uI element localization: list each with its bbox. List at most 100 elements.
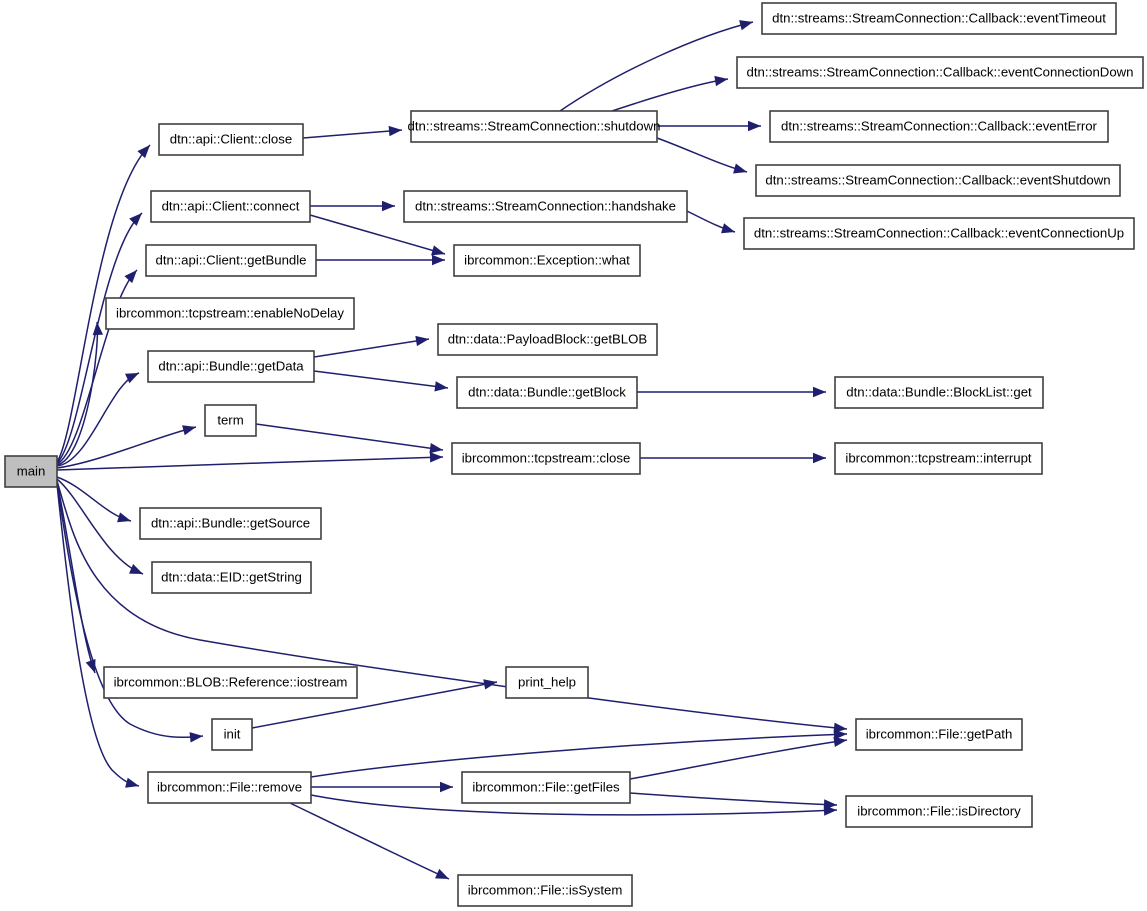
node-box[interactable] — [204, 404, 257, 437]
graph-node-enablenodelay[interactable]: ibrcommon::tcpstream::enableNoDelay — [105, 297, 355, 330]
node-label: ibrcommon::tcpstream::close — [462, 450, 631, 465]
node-box[interactable] — [457, 874, 633, 907]
node-box[interactable] — [410, 110, 658, 143]
call-edge-arrowhead — [721, 223, 735, 234]
graph-node-tcpstream_close[interactable]: ibrcommon::tcpstream::close — [451, 442, 641, 475]
node-label: ibrcommon::File::getPath — [866, 726, 1013, 741]
node-box[interactable] — [158, 123, 304, 156]
node-label: dtn::streams::StreamConnection::handshak… — [415, 198, 676, 213]
graph-node-sc_shutdown[interactable]: dtn::streams::StreamConnection::shutdown — [408, 110, 661, 143]
node-label: dtn::data::EID::getString — [161, 569, 302, 584]
call-edge — [559, 21, 754, 112]
node-box[interactable] — [769, 110, 1109, 143]
node-box[interactable] — [103, 666, 358, 699]
call-edge — [56, 212, 143, 464]
node-box[interactable] — [461, 771, 631, 804]
call-edge-arrowhead — [440, 781, 453, 793]
call-edge — [56, 480, 848, 730]
node-box[interactable] — [453, 244, 641, 277]
graph-node-file_remove[interactable]: ibrcommon::File::remove — [147, 771, 312, 804]
call-edge-arrowhead — [823, 799, 837, 810]
graph-node-eid_getstring[interactable]: dtn::data::EID::getString — [151, 561, 312, 594]
graph-node-file_issystem[interactable]: ibrcommon::File::isSystem — [457, 874, 633, 907]
graph-node-print_help[interactable]: print_help — [505, 666, 589, 699]
call-edge-arrowhead — [833, 729, 847, 740]
node-box[interactable] — [736, 56, 1144, 89]
call-edge — [251, 681, 498, 729]
node-label: ibrcommon::File::getFiles — [472, 779, 620, 794]
call-edge — [313, 370, 449, 389]
call-edge — [56, 478, 144, 575]
call-edge-arrowhead — [435, 868, 449, 879]
graph-node-init[interactable]: init — [211, 718, 253, 751]
node-box[interactable] — [834, 376, 1044, 409]
graph-node-file_isdirectory[interactable]: ibrcommon::File::isDirectory — [845, 795, 1033, 828]
call-edge — [302, 129, 403, 139]
graph-node-bundle_getdata[interactable]: dtn::api::Bundle::getData — [147, 350, 315, 383]
graph-node-sc_handshake[interactable]: dtn::streams::StreamConnection::handshak… — [403, 190, 688, 223]
node-box[interactable] — [4, 455, 58, 488]
node-label: dtn::streams::StreamConnection::Callback… — [754, 225, 1124, 240]
call-edge — [310, 794, 838, 816]
call-edge-arrowhead — [129, 213, 142, 226]
graph-node-tcpstream_interrupt[interactable]: ibrcommon::tcpstream::interrupt — [834, 442, 1043, 475]
graph-node-bundle_getsource[interactable]: dtn::api::Bundle::getSource — [139, 507, 322, 540]
node-box[interactable] — [147, 350, 315, 383]
node-box[interactable] — [505, 666, 589, 699]
call-edge — [56, 483, 140, 787]
node-box[interactable] — [437, 323, 658, 356]
graph-node-exception_what[interactable]: ibrcommon::Exception::what — [453, 244, 641, 277]
node-label: term — [217, 412, 243, 427]
node-label: dtn::api::Client::getBundle — [155, 252, 306, 267]
graph-node-cb_eventtimeout[interactable]: dtn::streams::StreamConnection::Callback… — [761, 2, 1117, 35]
node-box[interactable] — [761, 2, 1117, 35]
node-box[interactable] — [151, 561, 312, 594]
graph-node-file_getfiles[interactable]: ibrcommon::File::getFiles — [461, 771, 631, 804]
node-box[interactable] — [743, 217, 1135, 250]
call-edge-arrowhead — [125, 777, 139, 788]
graph-node-client_getbundle[interactable]: dtn::api::Client::getBundle — [145, 244, 317, 277]
graph-node-main[interactable]: main — [4, 455, 58, 488]
call-edge — [56, 321, 99, 466]
call-edge — [629, 792, 838, 806]
node-box[interactable] — [211, 718, 253, 751]
graph-node-bundle_getblock[interactable]: dtn::data::Bundle::getBlock — [456, 376, 638, 409]
node-box[interactable] — [834, 442, 1043, 475]
call-edge — [56, 269, 138, 465]
call-edge-arrowhead — [415, 335, 429, 347]
node-box[interactable] — [150, 190, 311, 223]
node-label: dtn::streams::StreamConnection::Callback… — [746, 64, 1133, 79]
graph-node-cb_eventshutdown[interactable]: dtn::streams::StreamConnection::Callback… — [755, 164, 1121, 197]
node-box[interactable] — [845, 795, 1033, 828]
node-label: dtn::streams::StreamConnection::Callback… — [781, 118, 1098, 133]
node-box[interactable] — [755, 164, 1121, 197]
node-box[interactable] — [456, 376, 638, 409]
call-edge-arrowhead — [483, 679, 497, 690]
node-box[interactable] — [855, 718, 1023, 751]
node-box[interactable] — [147, 771, 312, 804]
graph-node-blob_iostream[interactable]: ibrcommon::BLOB::Reference::iostream — [103, 666, 358, 699]
call-edge-arrowhead — [117, 512, 131, 523]
call-edge-arrowhead — [813, 452, 826, 464]
graph-node-payload_getblob[interactable]: dtn::data::PayloadBlock::getBLOB — [437, 323, 658, 356]
node-box[interactable] — [451, 442, 641, 475]
graph-node-cb_eventconndown[interactable]: dtn::streams::StreamConnection::Callback… — [736, 56, 1144, 89]
graph-node-client_close[interactable]: dtn::api::Client::close — [158, 123, 304, 156]
graph-node-cb_eventerror[interactable]: dtn::streams::StreamConnection::Callback… — [769, 110, 1109, 143]
node-box[interactable] — [145, 244, 317, 277]
graph-node-blocklist_get[interactable]: dtn::data::Bundle::BlockList::get — [834, 376, 1044, 409]
call-edge — [611, 78, 729, 112]
node-box[interactable] — [403, 190, 688, 223]
graph-node-client_connect[interactable]: dtn::api::Client::connect — [150, 190, 311, 223]
node-label: dtn::streams::StreamConnection::Callback… — [765, 172, 1110, 187]
node-label: ibrcommon::tcpstream::interrupt — [845, 450, 1031, 465]
call-edge — [309, 214, 446, 255]
node-label: dtn::api::Client::connect — [162, 198, 300, 213]
graph-node-term[interactable]: term — [204, 404, 257, 437]
node-box[interactable] — [139, 507, 322, 540]
node-box[interactable] — [105, 297, 355, 330]
graph-node-file_getpath[interactable]: ibrcommon::File::getPath — [855, 718, 1023, 751]
graph-node-cb_eventconnup[interactable]: dtn::streams::StreamConnection::Callback… — [743, 217, 1135, 250]
